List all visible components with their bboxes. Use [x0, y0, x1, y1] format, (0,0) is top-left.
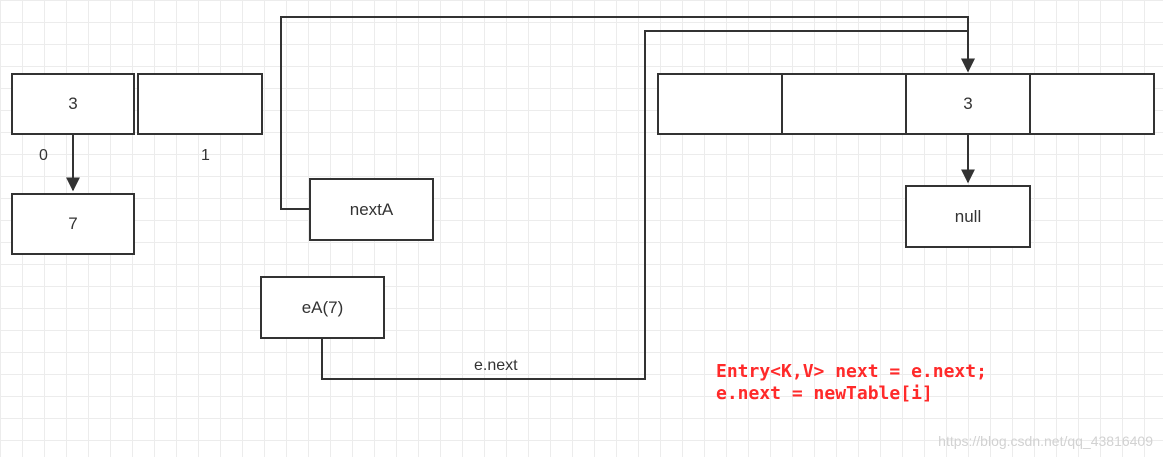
- right-table-cell-0: [657, 73, 783, 135]
- left-chain-node: 7: [11, 193, 135, 255]
- right-table-cell-3: [1029, 73, 1155, 135]
- edge-label-e-next: e.next: [474, 357, 518, 374]
- right-table-cell-1: [781, 73, 907, 135]
- left-index-1: 1: [201, 147, 210, 164]
- arrow-eA-next-to-right-table: [321, 30, 975, 380]
- watermark: https://blog.csdn.net/qq_43816409: [938, 433, 1153, 449]
- left-index-0: 0: [39, 147, 48, 164]
- right-table-cell-2: 3: [905, 73, 1031, 135]
- node-nextA: nextA: [309, 178, 434, 241]
- code-line-2: e.next = newTable[i]: [716, 383, 933, 404]
- code-annotation: Entry<K,V> next = e.next; e.next = newTa…: [716, 361, 987, 405]
- code-line-1: Entry<K,V> next = e.next;: [716, 361, 987, 382]
- node-eA: eA(7): [260, 276, 385, 339]
- left-table-cell-0: 3: [11, 73, 135, 135]
- left-table-cell-1: [137, 73, 263, 135]
- right-chain-node-null: null: [905, 185, 1031, 248]
